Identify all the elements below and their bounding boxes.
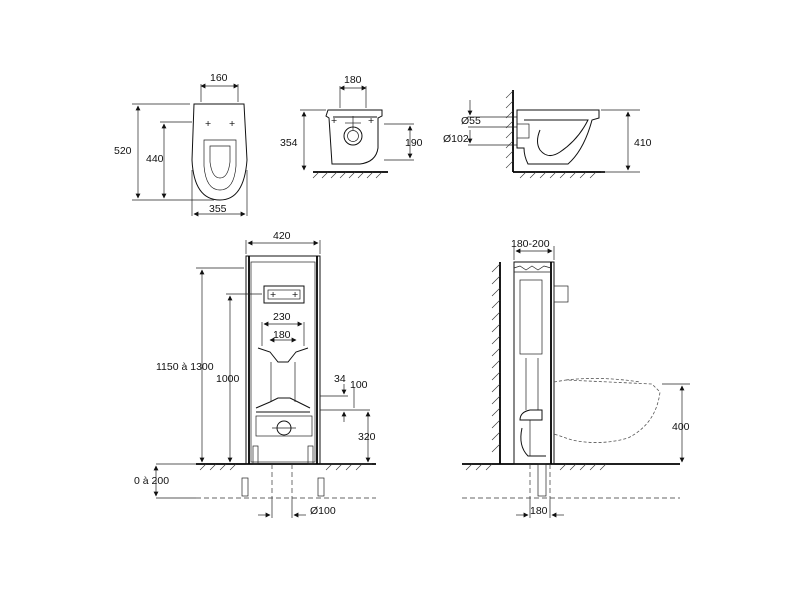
dim-400: 400 xyxy=(672,421,690,433)
dim-190: 190 xyxy=(405,137,423,149)
dim-180-200: 180-200 xyxy=(511,238,550,250)
dim-1000: 1000 xyxy=(216,373,240,385)
dim-dia-102: Ø102 xyxy=(443,133,469,145)
frame-outer xyxy=(245,255,321,465)
dim-520: 520 xyxy=(114,145,132,157)
dim-420: 420 xyxy=(273,230,291,242)
svg-text:+: + xyxy=(205,118,211,130)
svg-text:+: + xyxy=(229,118,235,130)
bowl-front-outline xyxy=(325,109,383,165)
side-view: Ø55 Ø102 410 xyxy=(443,90,652,179)
frame-side-body xyxy=(513,261,555,465)
dim-180-frame: 180 xyxy=(273,329,291,341)
dim-355: 355 xyxy=(209,203,227,215)
seat-hole-outline xyxy=(209,145,231,179)
dim-1150-1300: 1150 à 1300 xyxy=(156,361,214,373)
top-view: + + 160 520 440 355 xyxy=(114,72,248,217)
front-view: + + 180 354 190 xyxy=(280,74,423,179)
dim-34: 34 xyxy=(334,373,346,385)
svg-text:+: + xyxy=(270,289,276,301)
frame-front-view: + + 420 230 180 1150 à 1300 xyxy=(134,230,376,518)
svg-text:+: + xyxy=(331,115,337,127)
dim-180-front: 180 xyxy=(344,74,362,86)
dim-dia-55: Ø55 xyxy=(461,115,481,127)
bowl-ghost-outline xyxy=(553,379,661,443)
seat-inner-outline xyxy=(203,139,237,191)
bowl-top-outline xyxy=(191,103,248,201)
flush-plate-opening xyxy=(263,285,305,304)
cistern-side xyxy=(519,279,543,355)
dim-320: 320 xyxy=(358,431,376,443)
dim-160: 160 xyxy=(210,72,228,84)
dim-180-bottom: 180 xyxy=(530,505,548,517)
svg-text:+: + xyxy=(292,289,298,301)
dim-dia-100: Ø100 xyxy=(310,505,336,517)
bowl-side-outline xyxy=(516,109,600,165)
dim-354: 354 xyxy=(280,137,298,149)
svg-text:+: + xyxy=(368,115,374,127)
dim-410: 410 xyxy=(634,137,652,149)
frame-side-view: 180-200 400 180 xyxy=(462,238,690,518)
dim-230: 230 xyxy=(273,311,291,323)
dim-100: 100 xyxy=(350,379,368,391)
dim-0-200: 0 à 200 xyxy=(134,475,169,487)
dim-440: 440 xyxy=(146,153,164,165)
